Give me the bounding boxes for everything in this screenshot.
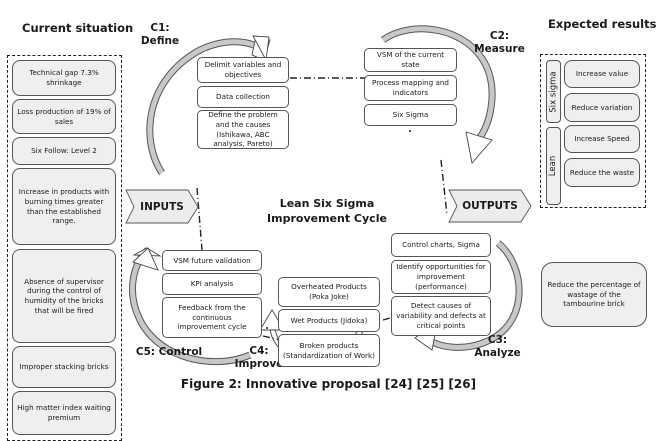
c3-step: Detect causes of variability and defects… [391, 296, 491, 336]
expected-result-item: Increase value [564, 60, 640, 88]
c2-step: Process mapping and indicators [364, 75, 457, 101]
current-situation-item: Six Follow: Level 2 [12, 137, 116, 165]
cycle-title-line1: Lean Six Sigma [279, 197, 375, 210]
c4-step: Overheated Products (Poka Joke) [278, 277, 380, 307]
stage-c4-code: C4: [249, 345, 269, 357]
c4-step: Wet Products (Jidoka) [278, 309, 380, 332]
stage-c1-name: Define [140, 35, 180, 48]
group-label-lean: Lean [546, 127, 561, 205]
cycle-title: Lean Six Sigma Improvement Cycle [262, 197, 392, 227]
stage-c3-label: C3: Analyze [470, 334, 525, 360]
c1-step: Data collection [197, 86, 289, 108]
stage-c3-name: Analyze [474, 347, 521, 360]
figure-caption: Figure 2: Innovative proposal [24] [25] … [180, 377, 477, 391]
group-label-text: Lean [548, 155, 559, 177]
expected-results-title: Expected results [548, 17, 657, 31]
c5-step: VSM future validation [162, 250, 262, 271]
c5-step: Feedback from the continuous improvement… [162, 297, 262, 338]
stage-c4-name: Improve [234, 358, 284, 371]
c3-step: Control charts, Sigma [391, 233, 491, 257]
c2-step: Six Sigma [364, 104, 457, 126]
outputs-label: OUTPUTS [462, 200, 518, 212]
c1-step: Define the problem and the causes (Ishik… [197, 110, 289, 149]
stage-c5-name: C5: Control [135, 346, 203, 358]
stage-c4-label: C4: Improve [234, 345, 284, 371]
c5-step: KPI analysis [162, 273, 262, 295]
current-situation-item: Technical gap 7.3% shrinkage [12, 60, 116, 96]
c1-step: Delimit variables and objectives [197, 57, 289, 83]
group-label-six-sigma: Six sigma [546, 60, 561, 123]
expected-result-item: Increase Speed [564, 125, 640, 153]
current-situation-item: Loss production of 19% of sales [12, 99, 116, 134]
inputs-label: INPUTS [140, 200, 184, 213]
cycle-title-line2: Improvement Cycle [267, 211, 387, 225]
group-label-text: Six sigma [548, 70, 559, 113]
final-goal-box: Reduce the percentage of wastage of the … [541, 262, 647, 327]
c2-cycle-arrow [380, 25, 496, 164]
current-situation-title: Current situation [22, 21, 134, 35]
expected-result-item: Reduce variation [564, 93, 640, 122]
stage-c3-code: C3: [487, 334, 508, 346]
stage-c5-label: C5: Control [134, 346, 204, 359]
expected-result-item: Reduce the waste [564, 158, 640, 187]
c5-cycle-arrow [129, 247, 252, 365]
expected-results-frame [540, 54, 646, 208]
stage-c2-label: C2: Measure [472, 30, 527, 56]
c3-step: Identify opportunities for improvement (… [391, 260, 491, 294]
current-situation-item: Absence of supervisor during the control… [12, 249, 116, 343]
c1-cycle-arrow [146, 35, 271, 175]
current-situation-item: Increase in products with burning times … [12, 168, 116, 245]
stage-c2-name: Measure [474, 43, 525, 56]
c4-step: Broken products (Standardization of Work… [278, 334, 380, 367]
current-situation-item: Improper stacking bricks [12, 346, 116, 388]
current-situation-item: High matter index waiting premium [12, 391, 116, 435]
c2-step: VSM of the current state [364, 48, 457, 72]
stage-c2-code: C2: [489, 30, 510, 42]
stage-c1-code: C1: [150, 22, 170, 34]
stage-c1-label: C1: Define [140, 22, 180, 48]
